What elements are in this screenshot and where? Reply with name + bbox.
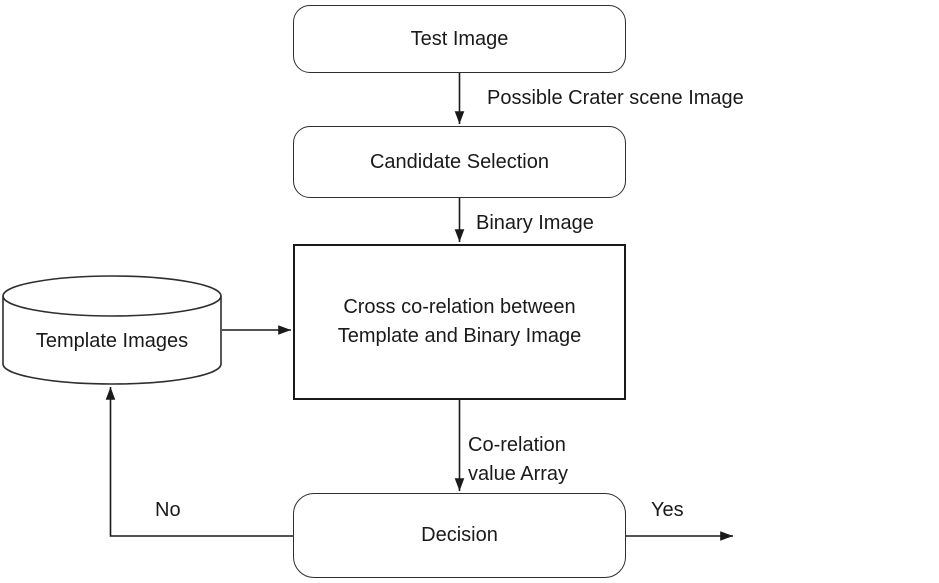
cylinder-top xyxy=(2,275,222,317)
edge-label-possible-crater-scene-image: Possible Crater scene Image xyxy=(487,87,744,109)
edge-label-yes: Yes xyxy=(651,499,684,521)
node-test-image: Test Image xyxy=(293,5,626,73)
edge-label-corelation-value-array: Co-relation value Array xyxy=(468,434,569,485)
cylinder-body xyxy=(2,296,222,385)
node-cross-corelation: Cross co-relation between Template and B… xyxy=(293,244,626,400)
node-template-images-label: Template Images xyxy=(35,330,189,352)
cylinder-template-images-shape xyxy=(2,275,222,385)
node-candidate-selection: Candidate Selection xyxy=(293,126,626,198)
node-decision: Decision xyxy=(293,493,626,578)
edge-decision-no-loop xyxy=(105,387,293,537)
edge-label-binary-image: Binary Image xyxy=(476,212,594,234)
edge-label-no: No xyxy=(155,499,181,521)
